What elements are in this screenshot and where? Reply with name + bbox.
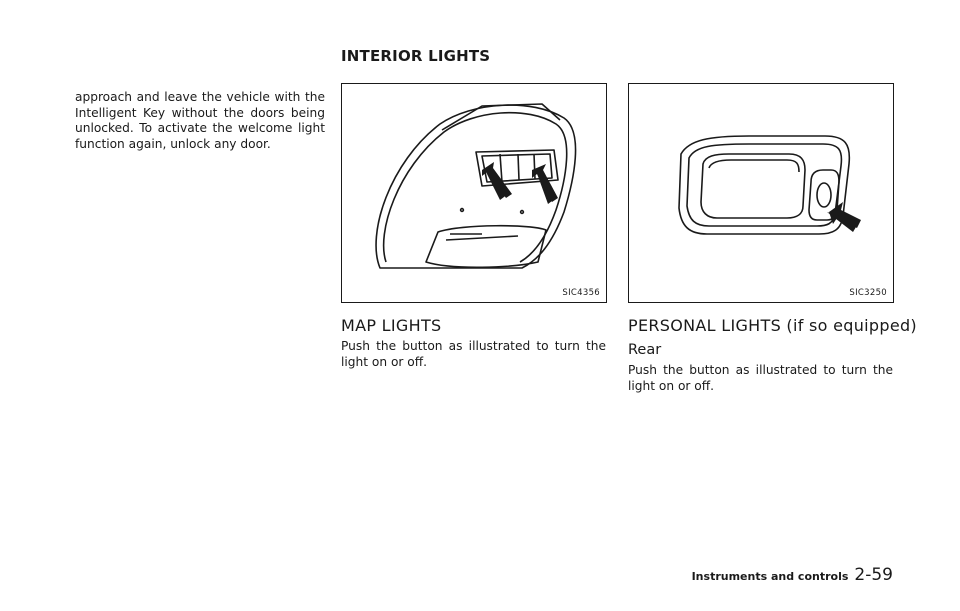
personal-lights-heading: PERSONAL LIGHTS (if so equipped) [628, 316, 917, 335]
map-lights-figure: SIC4356 [341, 83, 607, 303]
map-lights-heading: MAP LIGHTS [341, 316, 442, 335]
personal-lights-subheading: Rear [628, 342, 662, 358]
section-title: INTERIOR LIGHTS [341, 47, 491, 65]
personal-lights-figure: SIC3250 [628, 83, 894, 303]
map-lights-illustration [375, 103, 577, 269]
intro-paragraph: approach and leave the vehicle with the … [75, 90, 325, 151]
figure-code: SIC3250 [849, 288, 887, 298]
personal-lights-illustration [678, 135, 861, 235]
personal-lights-body: Push the button as illustrated to turn t… [628, 363, 893, 393]
page-number: 2-59 [854, 565, 893, 585]
footer-section-name: Instruments and controls [691, 570, 849, 583]
page-footer: Instruments and controls 2-59 [692, 565, 893, 585]
map-lights-body: Push the button as illustrated to turn t… [341, 339, 606, 369]
figure-code: SIC4356 [562, 288, 600, 298]
